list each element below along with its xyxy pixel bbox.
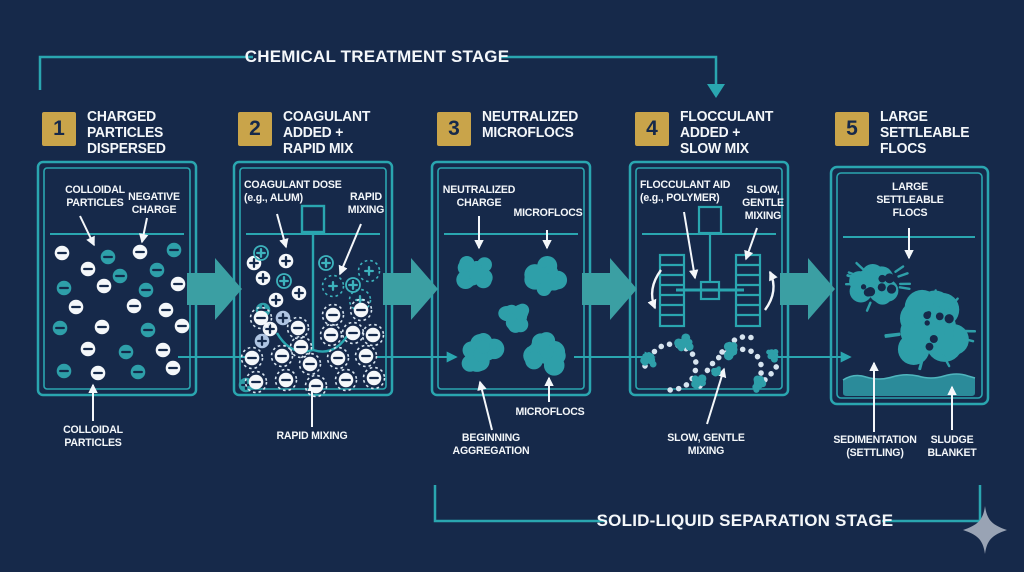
label-microflocs-top: MICROFLOCS [513,207,583,219]
stage-header-3: 3 NEUTRALIZED MICROFLOCS [437,109,582,146]
polymer-chain [697,346,765,389]
label-neutralized-charge: NEUTRALIZED CHARGE [442,184,516,209]
paddle-left [658,253,686,328]
label-rapid-mixing-top: RAPID MIXING [347,191,385,216]
stage-title: FLOCCULANT ADDED + SLOW MIX [680,109,774,157]
label-sludge-blanket: SLUDGE BLANKET [927,434,977,459]
paddle-mixer-icon [647,205,778,328]
stage-header-2: 2 COAGULANT ADDED + RAPID MIX [238,109,374,158]
top-bracket [38,55,725,98]
stage-number-badge: 2 [238,112,272,146]
label-negative-charge: NEGATIVE CHARGE [128,191,180,216]
stage-header-1: 1 CHARGED PARTICLES DISPERSED [42,109,169,158]
floc-blob [884,289,977,371]
rotation-arrow-icon [647,269,662,310]
floc-blob [711,366,721,377]
particles-and-flocs [52,242,977,398]
stage-number-badge: 5 [835,112,869,146]
label-coagulant-dose: COAGULANT DOSE (e.g., ALUM) [244,179,342,204]
floc-blob [752,375,767,393]
stage-header-5: 5 LARGE SETTLEABLE FLOCS [835,109,973,158]
label-flocculant-aid: FLOCCULANT AID (e.g., POLYMER) [640,179,731,204]
floc-blob [524,255,568,296]
label-colloidal-particles-top: COLLOIDAL PARTICLES [65,184,125,209]
down-arrow-icon [707,84,725,98]
label-rapid-mixing-bottom: RAPID MIXING [276,430,348,442]
label-microflocs-bottom: MICROFLOCS [515,406,585,418]
stage-title: LARGE SETTLEABLE FLOCS [880,109,970,157]
floc-blob [498,303,530,333]
floc-blob [674,333,694,352]
stage-title: CHARGED PARTICLES DISPERSED [87,109,166,157]
stage-number-badge: 1 [42,112,76,146]
floc-blob [640,352,657,368]
floc-blob [523,332,566,376]
block-arrow-icon [187,258,242,320]
block-arrow-icons [187,258,835,320]
floc-blob [461,333,505,372]
chemical-stage-title: CHEMICAL TREATMENT STAGE [244,47,510,66]
label-colloidal-particles-bottom: COLLOIDAL PARTICLES [63,424,123,449]
stage-title: NEUTRALIZED MICROFLOCS [482,109,579,141]
stage-number-badge: 3 [437,112,471,146]
block-arrow-icon [780,258,835,320]
label-beginning-aggregation: BEGINNING AGGREGATION [452,432,530,457]
sparkle-icon [963,506,1007,554]
sludge-blanket-shape [842,373,976,396]
polymer-chain [642,341,699,393]
label-slow-gentle-mixing-bottom: SLOW, GENTLE MIXING [667,432,745,457]
stage-header-4: 4 FLOCCULANT ADDED + SLOW MIX [635,109,777,158]
separation-stage-title: SOLID-LIQUID SEPARATION STAGE [596,511,894,530]
stage-title: COAGULANT ADDED + RAPID MIX [283,109,371,157]
stage-number-badge: 4 [635,112,669,146]
floc-blob [691,374,707,389]
polymer-chain [719,334,758,355]
label-sedimentation: SEDIMENTATION (SETTLING) [833,434,917,459]
label-large-settleable-flocs: LARGE SETTLEABLE FLOCS [876,181,944,219]
floc-blob [844,261,912,312]
rotation-arrow-icon [764,270,778,311]
block-arrow-icon [383,258,438,320]
floc-blob [766,349,779,363]
label-slow-gentle-mixing-top: SLOW, GENTLE MIXING [742,184,784,222]
floc-blob [723,341,738,361]
rapid-mixer-icon [275,204,351,353]
block-arrow-icon [582,258,637,320]
floc-blob [456,256,493,290]
